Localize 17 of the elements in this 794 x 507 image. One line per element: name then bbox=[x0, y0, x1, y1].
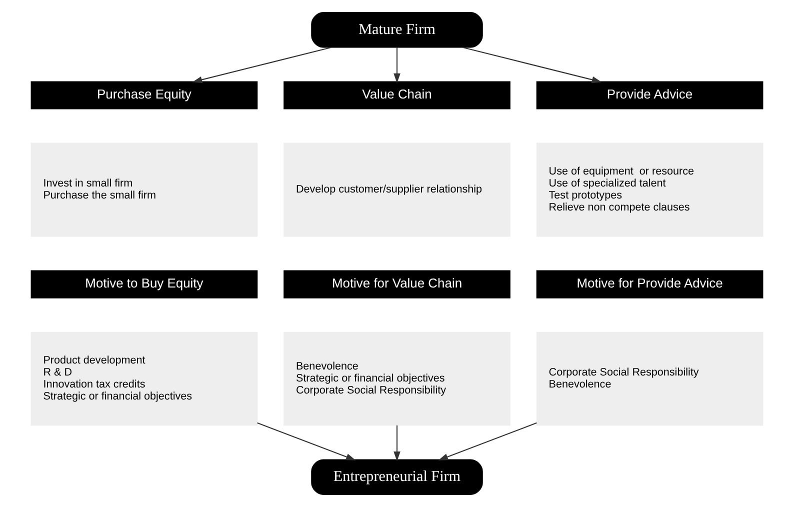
arrow bbox=[257, 422, 356, 460]
node-box: Motive to Buy Equity bbox=[30, 270, 258, 298]
node-box: Product development R & D Innovation tax credits Strategic or financial objectives bbox=[30, 332, 258, 426]
node-box: Motive for Value Chain bbox=[284, 270, 510, 298]
node-box: Mature Firm bbox=[311, 12, 483, 48]
arrow bbox=[462, 46, 602, 84]
arrow bbox=[394, 425, 400, 462]
node-box: Provide Advice bbox=[536, 81, 764, 110]
node-box: Entrepreneurial Firm bbox=[311, 459, 483, 495]
node-box: Value Chain bbox=[284, 81, 510, 110]
node-box: Purchase Equity bbox=[30, 81, 258, 110]
node-box: Benevolence Strategic or financial objectives Corporate Social Responsibility bbox=[284, 332, 510, 426]
node-box: Motive for Provide Advice bbox=[536, 270, 764, 298]
node-box: Corporate Social Responsibility Benevolence bbox=[536, 332, 764, 426]
arrow bbox=[394, 47, 400, 84]
arrow bbox=[192, 46, 332, 84]
arrow bbox=[438, 422, 537, 460]
